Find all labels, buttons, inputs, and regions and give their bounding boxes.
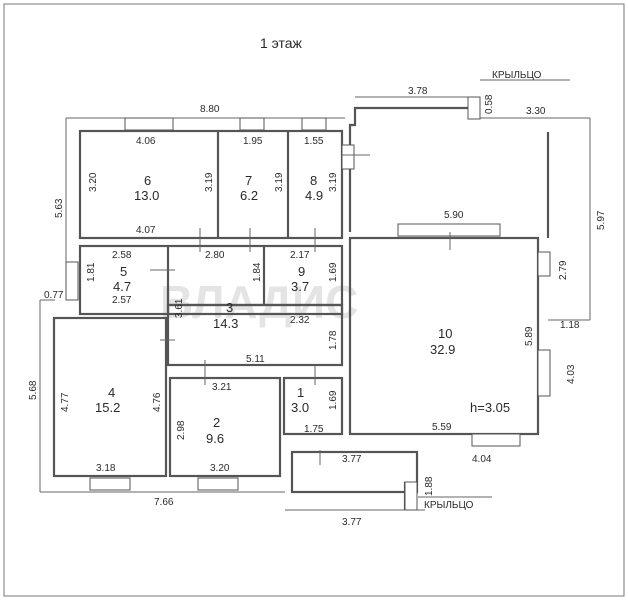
door-marks [150, 154, 451, 465]
room-label-10: 10 [438, 326, 452, 341]
window-marker [301, 117, 327, 131]
room-label-7: 7 [245, 173, 252, 188]
dim-label: 3.20 [88, 172, 99, 192]
dim-label: 7.66 [154, 497, 174, 508]
window-marker [537, 251, 551, 277]
dim-label: 2.57 [112, 295, 132, 306]
dim-label: 3.19 [204, 172, 215, 192]
room-label-2: 2 [213, 415, 220, 430]
porch-label-bottom: КРЫЛЬЦО [424, 500, 474, 511]
room-area-6: 13.0 [134, 188, 159, 203]
window-marker [537, 349, 551, 397]
room-label-1: 1 [297, 385, 304, 400]
dim-label: 2.58 [112, 250, 132, 261]
room-area-4: 15.2 [95, 400, 120, 415]
dim-label: 1.69 [328, 390, 339, 410]
watermark-logo: ВЛАДИС [160, 276, 358, 328]
dim-label: 5.11 [246, 354, 265, 365]
dim-label: 3.19 [328, 172, 339, 192]
dim-label: 1.18 [560, 320, 580, 331]
ceiling-height: h=3.05 [470, 400, 510, 415]
dim-label: 5.63 [54, 198, 65, 218]
dim-label: 0.77 [44, 290, 64, 301]
dim-label: 5.90 [444, 210, 464, 221]
window-marker [404, 481, 418, 511]
window-marker [89, 477, 131, 491]
window-marker [197, 477, 239, 491]
window-marker [467, 96, 481, 120]
dim-label: 4.07 [136, 225, 156, 236]
dim-label: 1.69 [328, 262, 339, 282]
room-area-8: 4.9 [305, 188, 323, 203]
dim-label: 0.58 [484, 94, 495, 114]
window-marker [397, 223, 501, 237]
dim-label: 2.17 [290, 250, 310, 261]
dim-label: 2.98 [176, 420, 187, 440]
room-area-5: 4.7 [113, 279, 131, 294]
room-label-3: 3 [226, 300, 233, 315]
room-area-10: 32.9 [430, 342, 455, 357]
dimension-labels: 8.80 3.78 0.58 3.30 4.06 1.95 1.55 3.20 … [28, 86, 607, 528]
dim-label: 3.30 [526, 106, 546, 117]
floor-title: 1 этаж [260, 35, 303, 51]
room-area-2: 9.6 [206, 431, 224, 446]
dim-label: 2.32 [290, 315, 310, 326]
dim-label: 2.79 [558, 260, 569, 280]
dim-label: 3.61 [174, 298, 185, 318]
dim-label: 1.78 [328, 330, 339, 350]
room-area-1: 3.0 [291, 400, 309, 415]
dim-label: 8.80 [200, 104, 220, 115]
dim-label: 5.97 [596, 210, 607, 230]
room-area-7: 6.2 [240, 188, 258, 203]
dim-label: 3.78 [408, 86, 428, 97]
dim-label: 1.55 [304, 136, 324, 147]
window-marker [239, 117, 265, 131]
dim-label: 5.59 [432, 422, 452, 433]
dim-label: 4.06 [136, 136, 156, 147]
dim-label: 1.81 [86, 262, 97, 282]
room-label-9: 9 [298, 264, 305, 279]
room-area-3: 14.3 [213, 316, 238, 331]
page-frame [3, 3, 625, 597]
dim-label: 1.75 [304, 424, 324, 435]
dim-label: 3.19 [274, 172, 285, 192]
window-marker [124, 117, 174, 131]
window-marker [65, 261, 79, 301]
room-label-5: 5 [120, 264, 127, 279]
dim-label: 3.77 [342, 517, 362, 528]
dim-label: 1.95 [243, 136, 263, 147]
room-labels: 6 13.0 7 6.2 8 4.9 5 4.7 9 3.7 3 14.3 10… [95, 173, 510, 446]
window-marker [471, 433, 521, 447]
dim-label: 3.77 [342, 454, 362, 465]
room-area-9: 3.7 [291, 279, 309, 294]
dim-label: 5.89 [524, 326, 535, 346]
dim-label: 1.88 [424, 476, 435, 496]
window-marker [341, 144, 355, 170]
room-label-8: 8 [310, 173, 317, 188]
dim-label: 3.20 [210, 463, 230, 474]
dim-label: 5.68 [28, 380, 39, 400]
room-label-6: 6 [144, 173, 151, 188]
dim-label: 2.80 [205, 250, 225, 261]
dim-label: 4.76 [152, 392, 163, 412]
room-label-4: 4 [108, 385, 115, 400]
dim-label: 3.18 [96, 463, 116, 474]
dim-label: 1.84 [252, 262, 263, 282]
walls [52, 106, 550, 510]
dim-label: 4.04 [472, 454, 492, 465]
dim-label: 4.03 [566, 364, 577, 384]
dim-label: 3.21 [212, 382, 232, 393]
dimension-lines [39, 79, 591, 511]
porch-label-top: КРЫЛЬЦО [492, 70, 542, 81]
dim-label: 4.77 [60, 392, 71, 412]
windows [65, 96, 551, 511]
